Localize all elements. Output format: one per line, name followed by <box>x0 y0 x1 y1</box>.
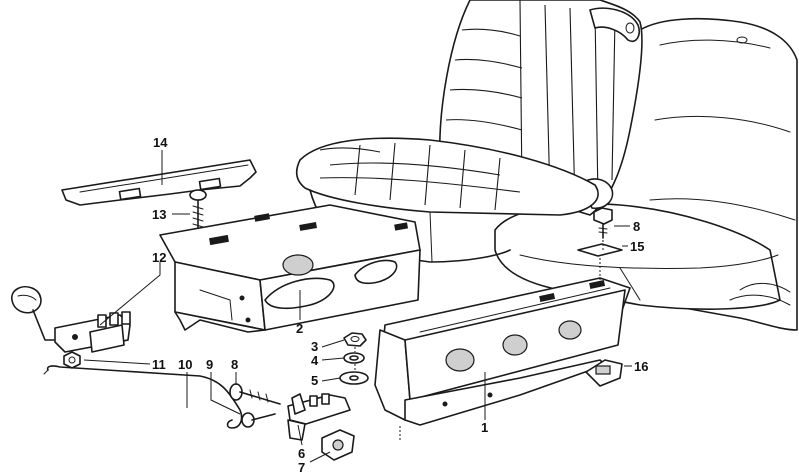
part-8-bolt-right <box>593 207 613 239</box>
callout-9: 9 <box>206 357 213 372</box>
callout-14: 14 <box>153 135 168 150</box>
part-13-screw <box>189 189 207 233</box>
callout-15: 15 <box>630 239 644 254</box>
part-3-nut <box>343 332 367 347</box>
callout-11: 11 <box>152 357 166 372</box>
callout-6: 6 <box>298 446 305 461</box>
part-14-seat-rail <box>61 159 257 206</box>
callout-12: 12 <box>152 250 166 265</box>
callout-labels: 1 2 3 4 5 6 7 8 8 9 10 11 12 13 14 15 16 <box>152 135 648 473</box>
part-4-washer <box>343 352 365 364</box>
leader-lines <box>83 150 632 463</box>
part-1-frame <box>374 277 631 440</box>
callout-2: 2 <box>296 321 303 336</box>
callout-13: 13 <box>152 207 166 222</box>
part-15-plate <box>577 243 623 257</box>
callout-5: 5 <box>311 373 318 388</box>
rear-seat-illustration <box>494 17 798 331</box>
part-9-screw <box>241 412 276 428</box>
callout-8-left: 8 <box>231 357 238 372</box>
callout-3: 3 <box>311 339 318 354</box>
part-7-clamp <box>321 429 355 461</box>
part-11-nut <box>63 351 81 369</box>
part-6-latch-bracket <box>287 393 351 441</box>
part-2-seat-frame <box>159 204 421 333</box>
callout-4: 4 <box>311 353 319 368</box>
callout-16: 16 <box>634 359 648 374</box>
part-12-adjuster-handle <box>11 285 131 353</box>
callout-10: 10 <box>178 357 192 372</box>
front-seat-illustration <box>295 0 643 263</box>
callout-8-right: 8 <box>633 219 640 234</box>
part-16-catch <box>585 359 623 387</box>
part-8-bolt-left <box>229 383 281 405</box>
part-5-washer <box>339 371 369 385</box>
part-10-cable <box>43 365 243 429</box>
callout-7: 7 <box>298 460 305 473</box>
callout-1: 1 <box>481 420 488 435</box>
